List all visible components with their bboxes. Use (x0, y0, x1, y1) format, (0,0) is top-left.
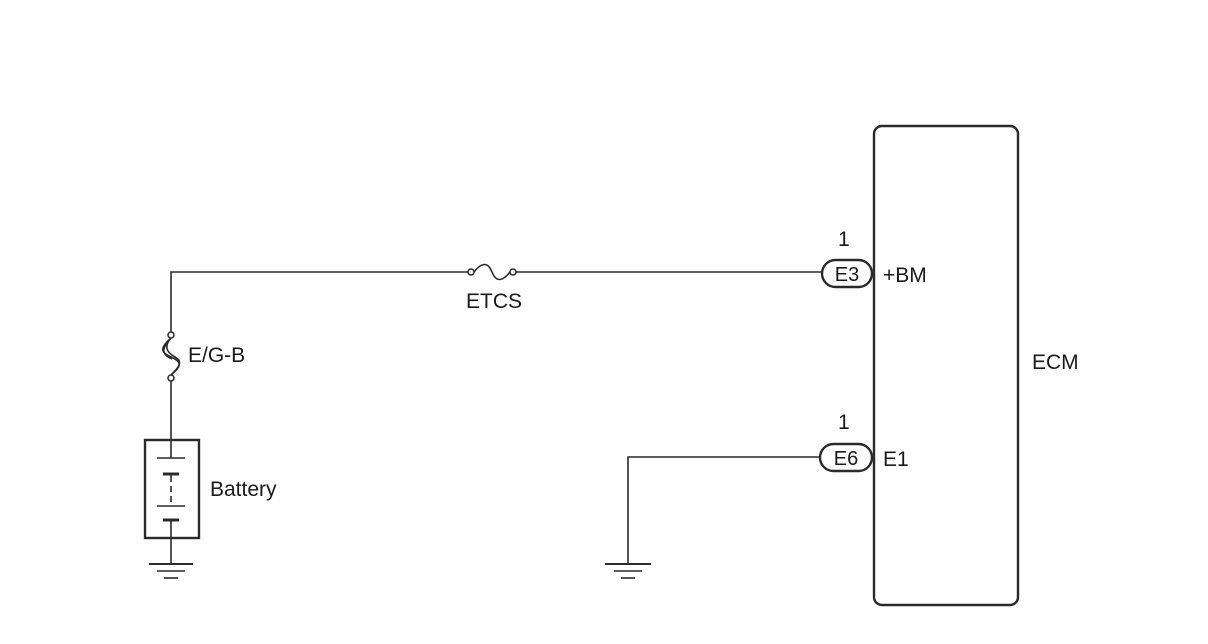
ecm-ground-icon (605, 563, 651, 579)
bm-terminal-label: +BM (883, 264, 927, 287)
etcs-fuse-symbol (467, 263, 517, 281)
e3-pin-number: 1 (838, 228, 850, 251)
eg-b-fuse-label: E/G-B (188, 344, 245, 367)
e6-connector-label: E6 (834, 448, 858, 470)
battery-label: Battery (210, 478, 277, 501)
ecm-box (872, 124, 1020, 607)
eg-b-fuse-symbol (161, 331, 181, 382)
battery-symbol (143, 438, 201, 540)
e3-connector-label: E3 (835, 264, 859, 286)
battery-ground-icon (149, 538, 193, 579)
e3-connector (820, 258, 874, 289)
wire-battery-to-etcs (170, 271, 469, 332)
etcs-fuse-label: ETCS (466, 290, 522, 313)
wire-e6-to-ground (627, 456, 820, 564)
ecm-label: ECM (1032, 351, 1079, 374)
e1-terminal-label: E1 (883, 448, 909, 471)
e6-connector (818, 442, 874, 473)
e6-pin-number: 1 (838, 411, 850, 434)
